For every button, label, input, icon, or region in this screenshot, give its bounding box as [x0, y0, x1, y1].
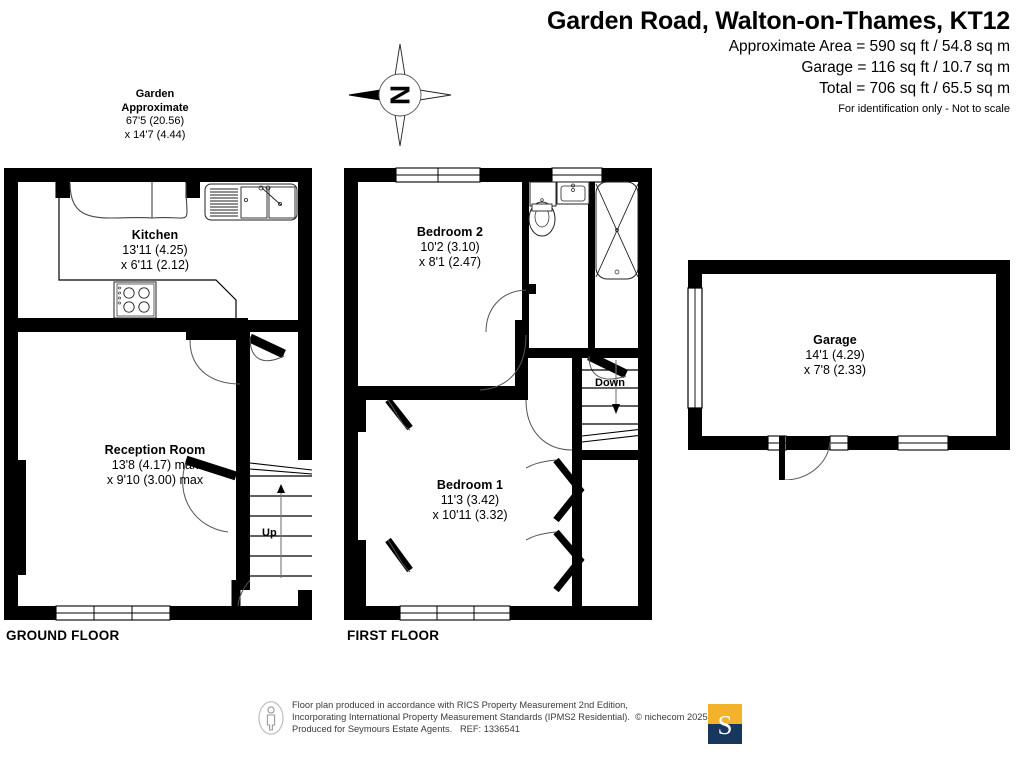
bedroom2-door — [479, 334, 527, 391]
bedroom1-door — [525, 399, 573, 451]
kitchen-sink-icon — [204, 183, 298, 221]
bathroom-door — [485, 284, 536, 333]
bedroom2-window — [395, 167, 481, 183]
bedroom1-wardrobe-doors — [525, 457, 585, 593]
garden-note-title: Garden — [135, 88, 175, 100]
kitchen-french-doors — [69, 182, 188, 219]
bedroom1-window — [399, 605, 511, 621]
bedroom1-left-doors — [385, 397, 413, 573]
area-line-total: Total = 706 sq ft / 65.5 sq m — [819, 80, 1010, 97]
garden-note-dim2: x 14'7 (4.44) — [124, 128, 186, 141]
person-icon — [258, 700, 284, 735]
kitchen-hob-icon — [113, 281, 157, 319]
airing-cupboard-door — [587, 351, 628, 380]
bathroom-bath-icon — [595, 181, 639, 280]
reception-window — [55, 605, 171, 621]
footer-line-2: Incorporating International Property Mea… — [292, 711, 630, 722]
stairs-label-down: Down — [595, 377, 625, 389]
ground-front-door — [248, 333, 286, 361]
bathroom-toilet-icon — [528, 201, 556, 237]
room-label-garage: Garage 14'1 (4.29) x 7'8 (2.33) — [803, 333, 867, 377]
kitchen-worktop-outline — [58, 182, 237, 318]
ground-floor-plan — [0, 160, 330, 635]
header-block: Garden Road, Walton-on-Thames, KT12 Appr… — [547, 6, 1010, 117]
garage-door — [779, 436, 831, 481]
ground-hall-door-top — [186, 332, 241, 385]
garden-note: Garden Approximate 67'5 (20.56) x 14'7 (… — [95, 88, 215, 142]
logo-letter: S — [717, 710, 732, 740]
footer-copyright: © nichecom 2025 — [635, 711, 708, 722]
area-line-garage: Garage = 116 sq ft / 10.7 sq m — [801, 59, 1010, 76]
garden-note-subtitle: Approximate — [121, 101, 189, 114]
area-line-approximate: Approximate Area = 590 sq ft / 54.8 sq m — [728, 38, 1010, 55]
seymours-logo: S — [708, 704, 742, 744]
ground-stairs — [249, 460, 313, 590]
footer-ref: REF: 1336541 — [459, 723, 520, 734]
footer-block: Floor plan produced in accordance with R… — [258, 700, 708, 735]
room-label-bedroom-2: Bedroom 2 10'2 (3.10) x 8'1 (2.47) — [416, 225, 484, 269]
garden-note-dim1: 67'5 (20.56) — [125, 115, 185, 127]
floor-label-first: FIRST FLOOR — [347, 628, 440, 643]
room-label-kitchen: Kitchen 13'11 (4.25) x 6'11 (2.12) — [120, 228, 190, 272]
footer-line-1: Floor plan produced in accordance with R… — [292, 700, 628, 710]
compass-letter-n: N — [385, 85, 416, 105]
bathroom-window — [551, 167, 603, 183]
compass-rose-icon: N — [345, 40, 455, 150]
page-title: Garden Road, Walton-on-Thames, KT12 — [547, 7, 1010, 35]
first-stairs — [581, 360, 653, 443]
room-label-bedroom-1: Bedroom 1 11'3 (3.42) x 10'11 (3.32) — [432, 478, 508, 522]
stairs-label-up: Up — [262, 527, 277, 539]
reception-door — [182, 455, 238, 533]
first-floor-plan — [340, 160, 670, 635]
disclaimer-text: For identification only - Not to scale — [838, 103, 1010, 115]
floor-label-ground: GROUND FLOOR — [6, 628, 120, 643]
footer-line-3: Produced for Seymours Estate Agents. — [292, 723, 453, 734]
first-floor-walls — [344, 168, 652, 620]
room-label-reception-room: Reception Room 13'8 (4.17) max x 9'10 (3… — [104, 443, 206, 487]
garage-plan — [680, 250, 1020, 485]
bathroom-basin-icon — [556, 181, 590, 205]
